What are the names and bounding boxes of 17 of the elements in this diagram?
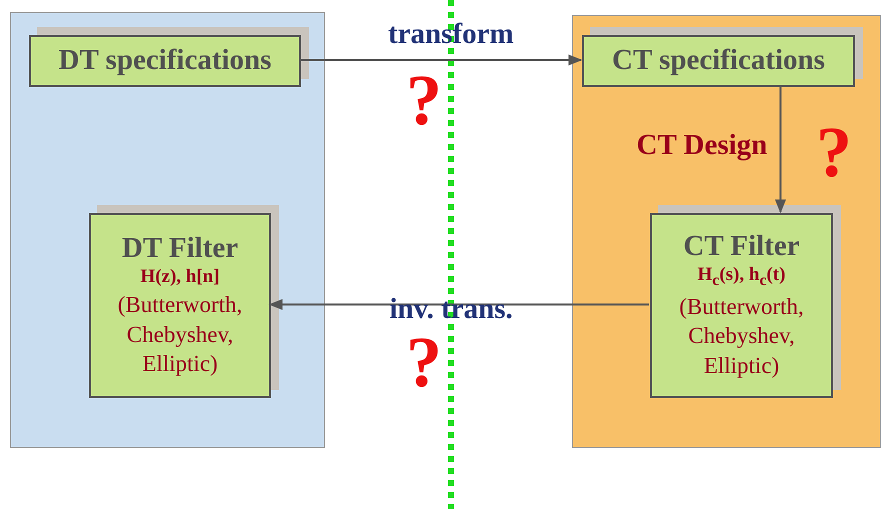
arrow (774, 86, 786, 214)
filter-types: (Butterworth, Chebyshev, Elliptic) (116, 290, 244, 378)
filter-types: (Butterworth, Chebyshev, Elliptic) (678, 292, 805, 380)
box-title: DT specifications (58, 44, 272, 78)
question-mark: ? (816, 116, 852, 188)
panel (10, 12, 325, 448)
box-title: CT Filter (683, 230, 800, 264)
arrow (300, 54, 582, 66)
edge-label: CT Design (636, 130, 768, 160)
box-title: DT Filter (122, 232, 238, 265)
edge-label: transform (387, 20, 515, 48)
box-title: CT specifications (612, 44, 825, 78)
question-mark: ? (406, 64, 442, 136)
transfer-function: H$_{c}$(s), h$_{c}$(t) (698, 263, 786, 291)
panel (572, 15, 881, 448)
question-mark: ? (406, 326, 442, 398)
transfer-function: H(z), h[n] (140, 264, 220, 289)
